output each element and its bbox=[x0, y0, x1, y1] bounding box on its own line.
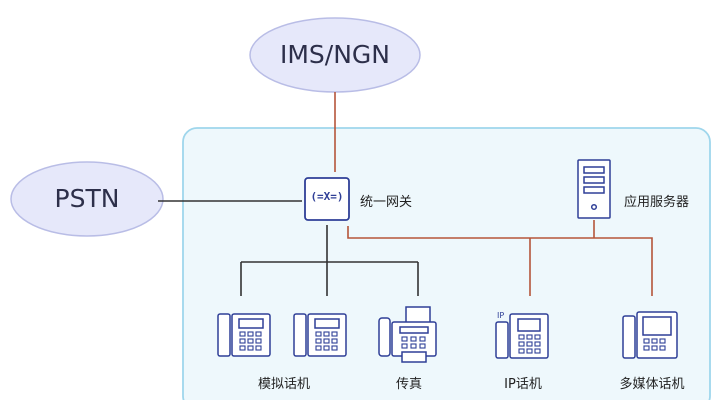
gateway-label: 统一网关 bbox=[360, 195, 413, 210]
app-server-label: 应用服务器 bbox=[624, 195, 690, 210]
ip-badge: IP bbox=[497, 311, 505, 320]
enterprise-panel bbox=[182, 127, 711, 400]
ip-phone-label: IP话机 bbox=[504, 377, 542, 392]
analog-phone-label: 模拟话机 bbox=[257, 377, 310, 392]
ims-ngn-label: IMS/NGN bbox=[279, 40, 390, 69]
analog-phone-icon bbox=[293, 313, 347, 357]
multimedia-phone-icon bbox=[622, 311, 678, 359]
fax-label: 传真 bbox=[395, 377, 422, 392]
ip-phone-icon bbox=[495, 313, 549, 359]
pstn-label: PSTN bbox=[54, 184, 120, 213]
gateway-symbol: (=X=) bbox=[310, 190, 344, 203]
ip-bus bbox=[347, 226, 653, 296]
fax-icon bbox=[378, 306, 437, 363]
gateway-icon bbox=[304, 177, 350, 221]
analog-phone-icon bbox=[217, 313, 271, 357]
links bbox=[158, 92, 653, 296]
multimedia-phone-label: 多媒体话机 bbox=[619, 377, 685, 392]
server-icon bbox=[577, 159, 611, 219]
pstn-cloud bbox=[10, 161, 164, 237]
